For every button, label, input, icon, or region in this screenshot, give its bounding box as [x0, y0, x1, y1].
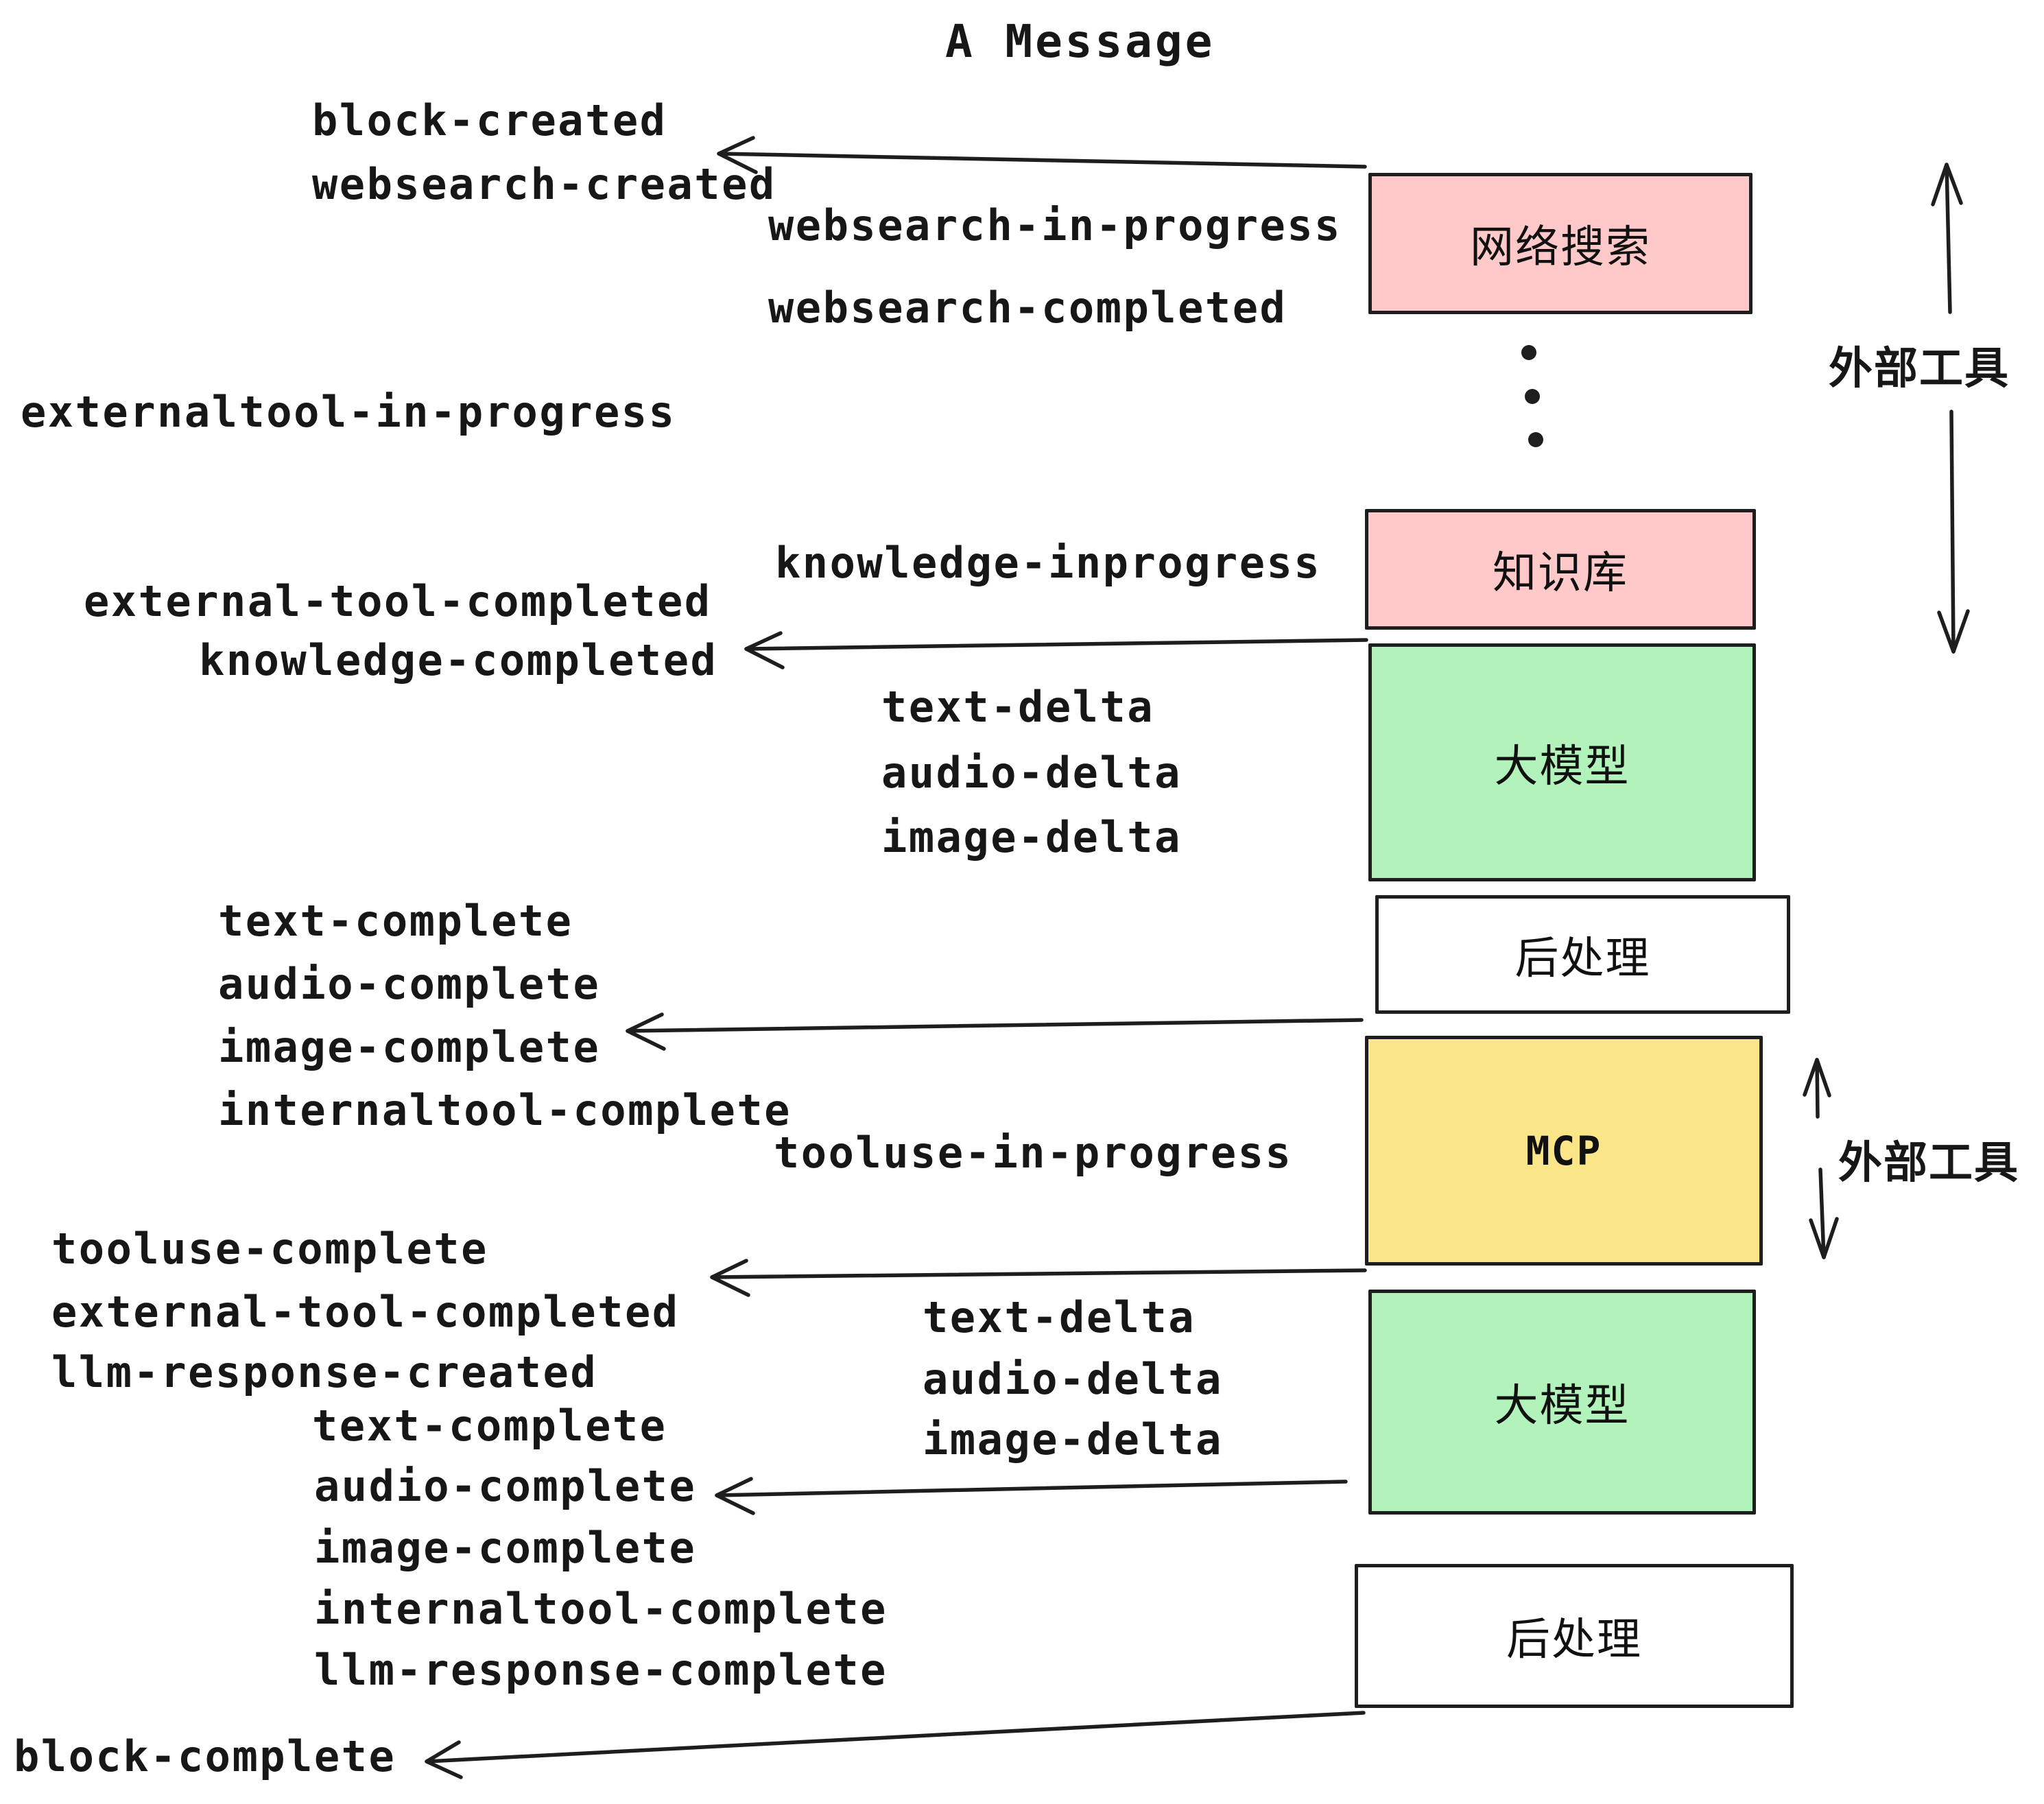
double-arrow-external-tools-2 [1803, 1058, 1839, 1259]
event-audio-delta-1: audio-delta [881, 748, 1182, 798]
event-audio-complete-2: audio-complete [314, 1461, 697, 1511]
event-external-tool-completed-2: external-tool-completed [51, 1287, 680, 1337]
event-text-delta-1: text-delta [881, 682, 1155, 732]
event-external-tool-completed-1: external-tool-completed [84, 576, 712, 626]
node-mcp: MCP [1365, 1036, 1763, 1266]
node-websearch: 网络搜索 [1368, 173, 1752, 314]
event-llm-response-created: llm-response-created [51, 1347, 598, 1397]
node-postprocess-1: 后处理 [1375, 895, 1790, 1014]
event-tooluse-complete: tooluse-complete [51, 1224, 488, 1274]
node-knowledge-label: 知识库 [1493, 548, 1628, 597]
node-postprocess-2: 后处理 [1355, 1564, 1794, 1708]
arrow-to-image-complete [626, 1012, 1364, 1051]
event-audio-complete-1: audio-complete [218, 959, 601, 1009]
arrow-to-block-created [717, 136, 1367, 174]
double-arrow-external-tools-1 [1931, 163, 1970, 654]
node-llm-2-label: 大模型 [1494, 1381, 1630, 1430]
node-mcp-label: MCP [1525, 1127, 1602, 1174]
event-audio-delta-2: audio-delta [923, 1354, 1223, 1404]
event-externaltool-in-progress: externaltool-in-progress [21, 387, 676, 437]
event-image-delta-2: image-delta [923, 1414, 1223, 1464]
node-websearch-label: 网络搜索 [1470, 222, 1651, 272]
arrow-to-knowledge-completed [744, 631, 1368, 669]
arrow-to-tooluse-complete [710, 1259, 1367, 1297]
event-knowledge-completed: knowledge-completed [199, 635, 718, 685]
ellipsis-dots [1521, 345, 1543, 447]
event-text-complete-2: text-complete [312, 1401, 667, 1451]
event-image-complete-1: image-complete [218, 1022, 601, 1072]
side-label-external-tools-2: 外部工具 [1833, 1126, 2025, 1192]
node-llm-2: 大模型 [1368, 1290, 1756, 1515]
side-label-external-tools-1: 外部工具 [1823, 332, 2015, 398]
event-block-complete: block-complete [14, 1731, 396, 1781]
arrow-to-block-complete [425, 1711, 1366, 1779]
event-tooluse-in-progress: tooluse-in-progress [774, 1128, 1293, 1178]
node-postprocess-1-label: 后处理 [1514, 933, 1651, 983]
node-knowledge: 知识库 [1365, 509, 1756, 630]
node-llm-1: 大模型 [1368, 643, 1756, 881]
event-llm-response-complete: llm-response-complete [314, 1645, 888, 1695]
event-websearch-in-progress: websearch-in-progress [768, 200, 1342, 250]
event-text-complete-1: text-complete [218, 896, 573, 946]
event-knowledge-inprogress: knowledge-inprogress [775, 538, 1322, 588]
diagram-title: A Message [945, 15, 1215, 68]
event-block-created: block-created [312, 95, 667, 145]
event-websearch-created: websearch-created [312, 159, 776, 209]
event-image-complete-2: image-complete [314, 1523, 697, 1573]
node-postprocess-2-label: 后处理 [1506, 1615, 1642, 1664]
event-websearch-completed: websearch-completed [768, 283, 1287, 333]
node-llm-1-label: 大模型 [1494, 741, 1630, 791]
event-text-delta-2: text-delta [923, 1292, 1196, 1342]
arrow-to-audio-complete [715, 1477, 1348, 1515]
event-internaltool-complete-2: internaltool-complete [314, 1584, 888, 1634]
event-internaltool-complete-1: internaltool-complete [218, 1085, 792, 1135]
event-image-delta-1: image-delta [881, 812, 1182, 862]
